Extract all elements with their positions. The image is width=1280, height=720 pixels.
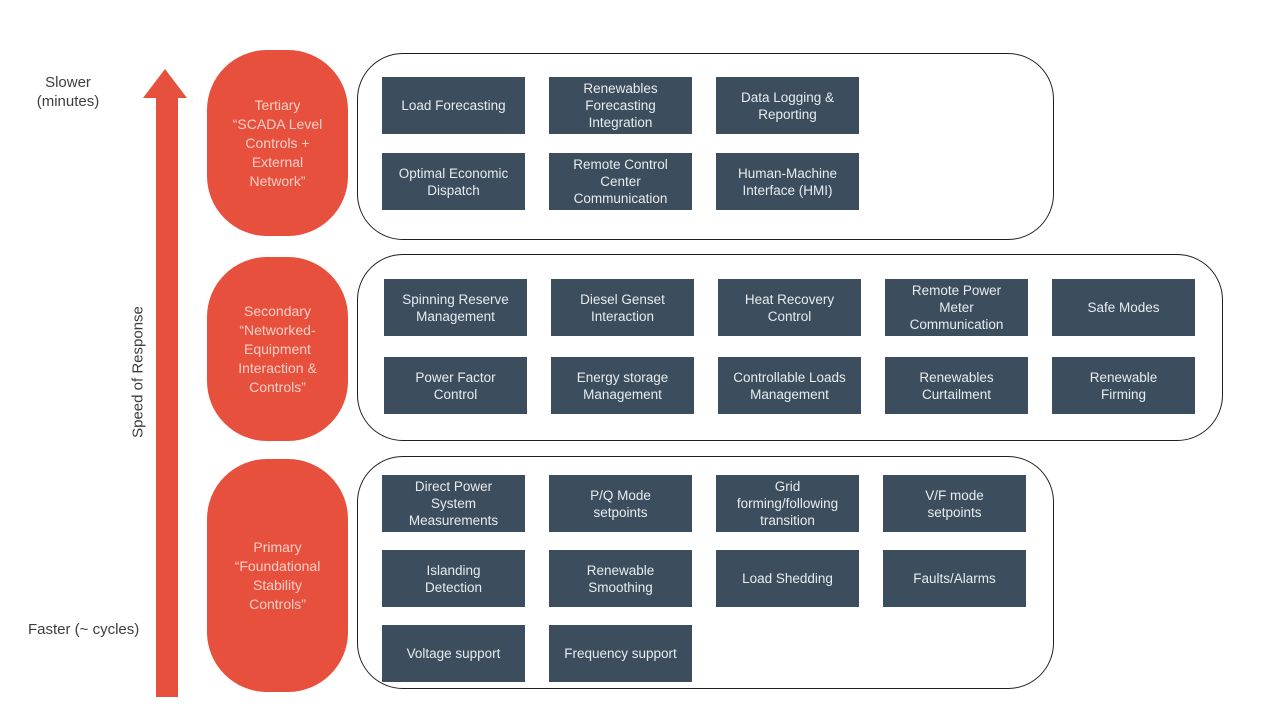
box-pq-mode-setpoints: P/Q Mode setpoints (549, 475, 692, 532)
box-safe-modes: Safe Modes (1052, 279, 1195, 336)
box-faults-alarms: Faults/Alarms (883, 550, 1026, 607)
axis-label-faster-cycles: Faster (~ cycles) (28, 621, 140, 638)
box-voltage-support: Voltage support (382, 625, 525, 682)
box-energy-storage-management: Energy storage Management (551, 357, 694, 414)
arrow-up-icon (143, 69, 187, 98)
box-renewable-firming: Renewable Firming (1052, 357, 1195, 414)
axis-title-speed-of-response: Speed of Response (129, 306, 147, 438)
box-grid-forming-following-transition: Grid forming/following transition (716, 475, 859, 532)
box-optimal-economic-dispatch: Optimal Economic Dispatch (382, 153, 525, 210)
box-islanding-detection: Islanding Detection (382, 550, 525, 607)
box-renewables-forecasting-integration: Renewables Forecasting Integration (549, 77, 692, 134)
primary-function-grid: Direct Power System Measurements P/Q Mod… (358, 457, 1053, 682)
box-vf-mode-setpoints: V/F mode setpoints (883, 475, 1026, 532)
panel-secondary: Spinning Reserve Management Diesel Gense… (357, 254, 1223, 441)
secondary-function-grid: Spinning Reserve Management Diesel Gense… (358, 255, 1222, 414)
box-data-logging-reporting: Data Logging & Reporting (716, 77, 859, 134)
level-pill-tertiary: Tertiary “SCADA Level Controls + Externa… (207, 50, 348, 236)
level-pill-secondary: Secondary “Networked- Equipment Interact… (207, 257, 348, 441)
box-renewable-smoothing: Renewable Smoothing (549, 550, 692, 607)
box-power-factor-control: Power Factor Control (384, 357, 527, 414)
box-remote-control-center-communication: Remote Control Center Communication (549, 153, 692, 210)
axis-label-slower-minutes: Slower (minutes) (36, 74, 100, 110)
box-load-shedding: Load Shedding (716, 550, 859, 607)
box-load-forecasting: Load Forecasting (382, 77, 525, 134)
box-controllable-loads-management: Controllable Loads Management (718, 357, 861, 414)
box-spinning-reserve-management: Spinning Reserve Management (384, 279, 527, 336)
arrow-shaft (156, 94, 178, 697)
panel-primary: Direct Power System Measurements P/Q Mod… (357, 456, 1054, 689)
level-pill-primary: Primary “Foundational Stability Controls… (207, 459, 348, 692)
box-direct-power-system-measurements: Direct Power System Measurements (382, 475, 525, 532)
box-remote-power-meter-communication: Remote Power Meter Communication (885, 279, 1028, 336)
box-heat-recovery-control: Heat Recovery Control (718, 279, 861, 336)
panel-tertiary: Load Forecasting Renewables Forecasting … (357, 53, 1054, 240)
box-frequency-support: Frequency support (549, 625, 692, 682)
box-human-machine-interface: Human-Machine Interface (HMI) (716, 153, 859, 210)
box-renewables-curtailment: Renewables Curtailment (885, 357, 1028, 414)
tertiary-function-grid: Load Forecasting Renewables Forecasting … (358, 54, 1053, 210)
box-diesel-genset-interaction: Diesel Genset Interaction (551, 279, 694, 336)
